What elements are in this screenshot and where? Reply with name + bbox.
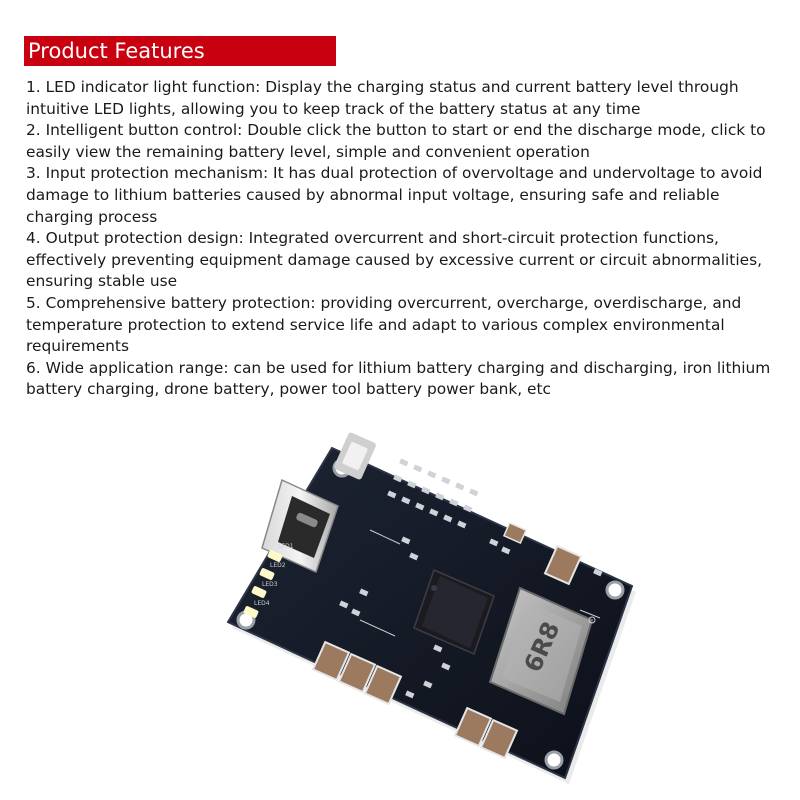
section-header-bar: Product Features [24,36,336,66]
feature-item-2: 2. Intelligent button control: Double cl… [26,121,766,161]
feature-item-1: 1. LED indicator light function: Display… [26,78,739,118]
feature-list: 1. LED indicator light function: Display… [26,77,776,401]
silkscreen-marks [359,529,601,637]
led-label-4: LED4 [254,600,270,607]
feature-item-6: 6. Wide application range: can be used f… [26,358,771,399]
main-ic-chip [413,568,495,656]
led-label-3: LED3 [262,581,278,588]
power-inductor: 6R8 [488,586,594,716]
smd-resistor-array [339,458,603,699]
ceramic-capacitors [311,521,583,760]
tactile-button [334,432,376,480]
feature-item-4: 4. Output protection design: Integrated … [26,229,762,291]
pcb-board-image: LED1 LED2 LED3 LED4 [226,432,636,784]
led-indicators: LED1 LED2 LED3 LED4 [243,543,294,618]
usb-c-port [261,478,339,574]
feature-item-3: 3. Input protection mechanism: It has du… [26,164,763,226]
led-label-2: LED2 [270,562,286,569]
led-label-1: LED1 [278,543,294,550]
section-title: Product Features [28,39,205,63]
feature-item-5: 5. Comprehensive battery protection: pro… [26,293,742,356]
